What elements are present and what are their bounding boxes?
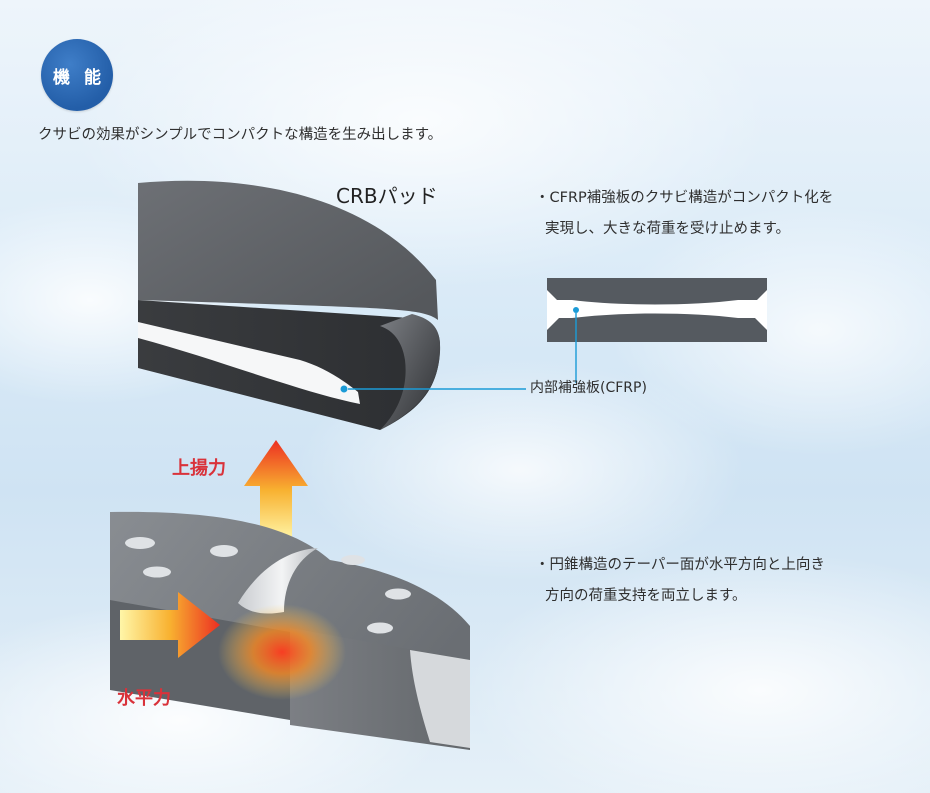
bullet-cfrp-wedge: ・CFRP補強板のクサビ構造がコンパクト化を 実現し、大きな荷重を受け止めます。	[535, 183, 833, 245]
lift-force-label: 上揚力	[172, 458, 226, 479]
intro-text: クサビの効果がシンプルでコンパクトな構造を生み出します。	[38, 127, 443, 143]
crb-pad-title: CRBパッド	[336, 184, 438, 208]
bullet-taper-line1: ・円錐構造のテーパー面が水平方向と上向き	[535, 557, 825, 573]
bullet-taper-line2: 方向の荷重支持を両立します。	[545, 588, 747, 604]
bullet-cfrp-line1: ・CFRP補強板のクサビ構造がコンパクト化を	[535, 190, 834, 206]
badge-label: 機 能	[53, 67, 105, 88]
cfrp-cross-section	[547, 278, 767, 342]
contact-heat-glow	[218, 604, 346, 700]
lift-arrow	[244, 440, 308, 540]
bullet-cfrp-line2: 実現し、大きな荷重を受け止めます。	[545, 221, 791, 237]
crb-pad	[138, 180, 441, 430]
inner-plate-label: 内部補強板(CFRP)	[530, 380, 647, 396]
horizontal-arrow	[120, 592, 220, 658]
bullet-taper-surface: ・円錐構造のテーパー面が水平方向と上向き 方向の荷重支持を両立します。	[535, 550, 825, 612]
horizontal-force-label: 水平力	[117, 688, 171, 709]
feature-badge: 機 能	[41, 39, 113, 111]
